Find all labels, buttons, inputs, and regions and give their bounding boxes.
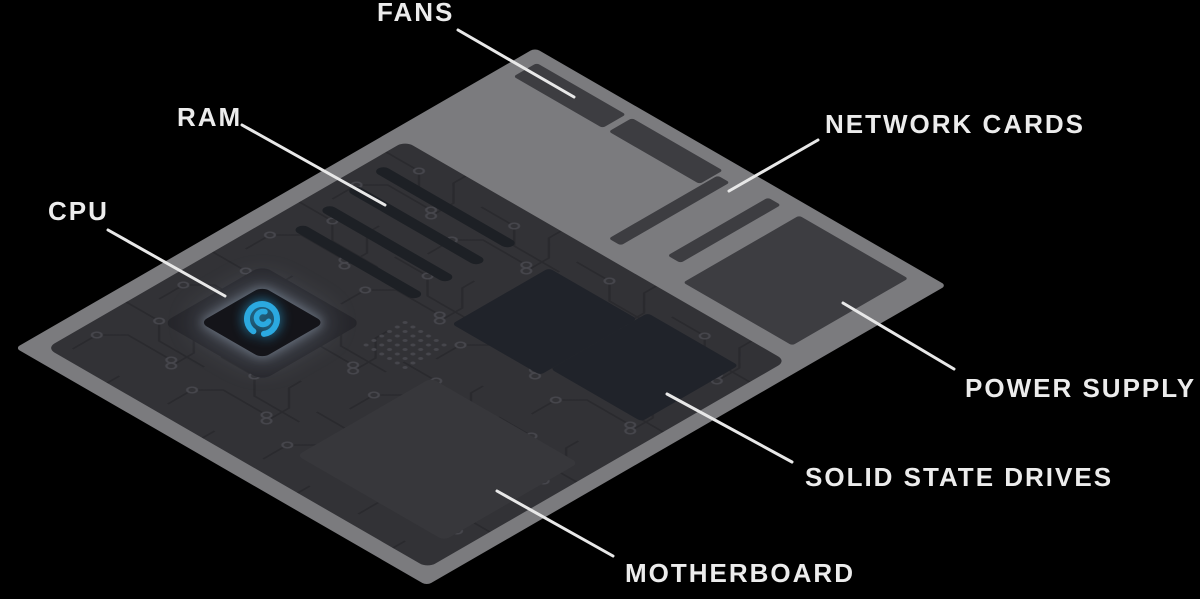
- label-motherboard: MOTHERBOARD: [625, 558, 855, 588]
- leader-line-power-supply: [841, 301, 956, 371]
- label-cpu: CPU: [48, 196, 109, 226]
- leader-line-ram: [240, 123, 387, 207]
- label-power-supply: POWER SUPPLY: [965, 373, 1197, 403]
- leader-line-ssd: [665, 392, 794, 464]
- label-network-cards: NETWORK CARDS: [825, 109, 1085, 139]
- label-solid-state-drives: SOLID STATE DRIVES: [805, 462, 1114, 492]
- chassis: [15, 48, 947, 586]
- leader-line-network-cards: [727, 138, 820, 193]
- label-fans: FANS: [377, 0, 455, 27]
- leader-line-fans: [456, 28, 576, 99]
- label-ram: RAM: [177, 102, 243, 132]
- motherboard-surface: [46, 141, 787, 568]
- leader-line-cpu: [106, 228, 227, 298]
- cpu-spiral-logo-icon: [240, 297, 284, 341]
- leader-line-motherboard: [495, 489, 615, 558]
